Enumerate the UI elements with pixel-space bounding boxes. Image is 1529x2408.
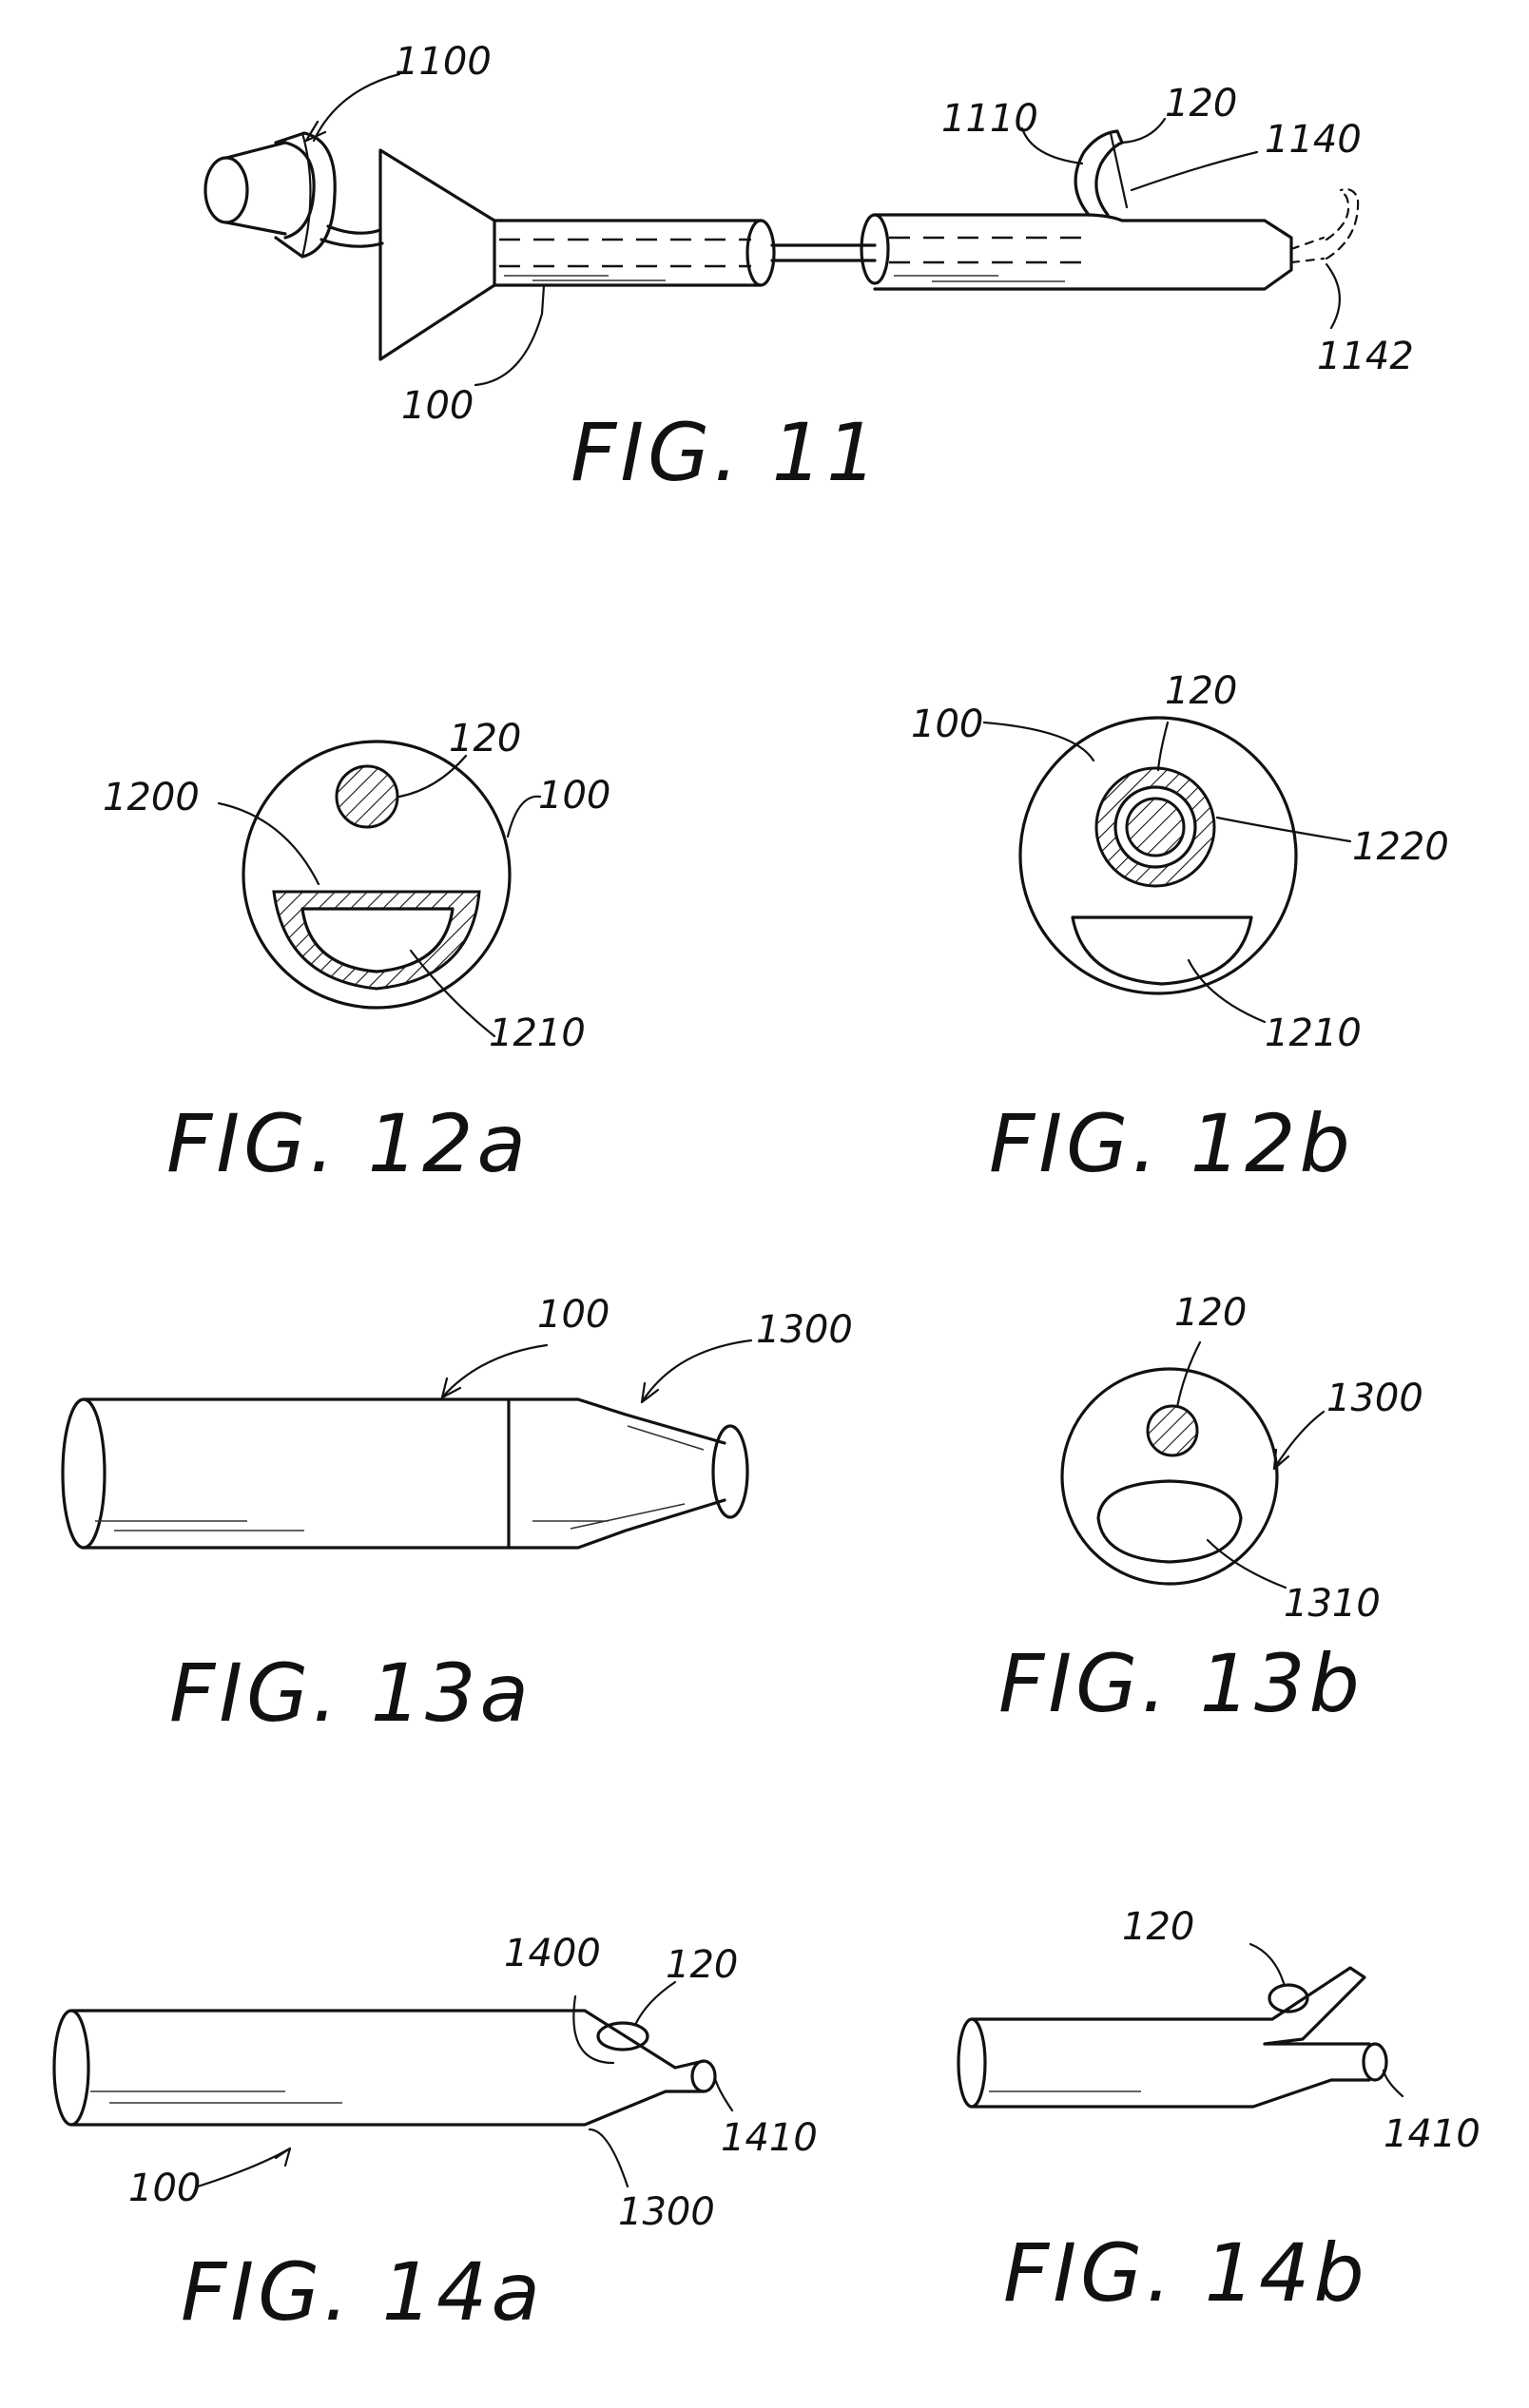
lumen-1210 (1073, 917, 1251, 984)
ref-label-1110: 1110 (941, 97, 1038, 141)
ref-label-1410: 1410 (1384, 2112, 1481, 2156)
ref-label-1400: 1400 (504, 1932, 601, 1975)
ref-label-1410: 1410 (721, 2116, 818, 2160)
figure-13b: 120 1300 1310 FIG. 13b (998, 1291, 1423, 1730)
ref-label-100: 100 (128, 2167, 201, 2210)
figure-13a: 100 1300 FIG. 13a (63, 1293, 853, 1740)
ref-label-1310: 1310 (1284, 1582, 1381, 1626)
guidewire-section-120 (1127, 799, 1184, 856)
ref-label-1100: 1100 (395, 40, 492, 84)
ref-label-1210: 1210 (489, 1011, 586, 1055)
ref-label-1210: 1210 (1265, 1011, 1362, 1055)
figure-caption-14b: FIG. 14b (1003, 2226, 1368, 2320)
ref-label-1200: 1200 (103, 776, 200, 819)
figure-caption-13b: FIG. 13b (998, 1637, 1364, 1730)
figure-12a: 120 1200 100 1210 FIG. 12a (103, 717, 610, 1190)
figure-14b: 120 1410 FIG. 14b (958, 1905, 1481, 2320)
ref-label-100: 100 (911, 703, 983, 746)
ref-label-1140: 1140 (1265, 118, 1362, 162)
figure-caption-14a: FIG. 14a (181, 2245, 544, 2339)
ref-label-100: 100 (537, 1293, 610, 1337)
figure-14a: 1400 120 1410 100 1300 FIG. 14a (54, 1932, 818, 2339)
ref-label-100: 100 (401, 384, 474, 428)
ref-label-1300: 1300 (756, 1308, 853, 1352)
figure-caption-11: FIG. 11 (571, 406, 881, 499)
ref-label-100: 100 (538, 774, 610, 818)
tip-cross-section-1300 (1062, 1369, 1277, 1584)
catheter-shaft-100 (494, 189, 1358, 289)
figure-caption-12b: FIG. 12b (989, 1097, 1354, 1190)
ref-label-1300: 1300 (1326, 1377, 1423, 1420)
figure-11: 1100 1110 120 1140 1142 100 FIG. 11 (205, 40, 1414, 499)
ref-label-120: 120 (1174, 1291, 1247, 1335)
ref-label-120: 120 (1165, 669, 1237, 713)
ref-label-120: 120 (1165, 82, 1237, 125)
wire-hook-1110 (1075, 131, 1127, 215)
ref-label-1220: 1220 (1352, 825, 1449, 869)
ref-label-1142: 1142 (1317, 335, 1414, 378)
figure-12b: 100 120 1220 1210 FIG. 12b (911, 669, 1449, 1190)
figure-caption-12a: FIG. 12a (166, 1097, 530, 1190)
figure-caption-13a: FIG. 13a (169, 1647, 532, 1740)
ref-label-1300: 1300 (618, 2190, 715, 2234)
ref-label-120: 120 (1122, 1905, 1194, 1949)
funnel (380, 150, 494, 359)
ref-label-120: 120 (666, 1943, 738, 1987)
luer-hub-1100 (205, 133, 382, 257)
guidewire-section-120 (337, 766, 397, 827)
ref-label-120: 120 (449, 717, 521, 761)
guidewire-section-120 (1148, 1406, 1197, 1455)
